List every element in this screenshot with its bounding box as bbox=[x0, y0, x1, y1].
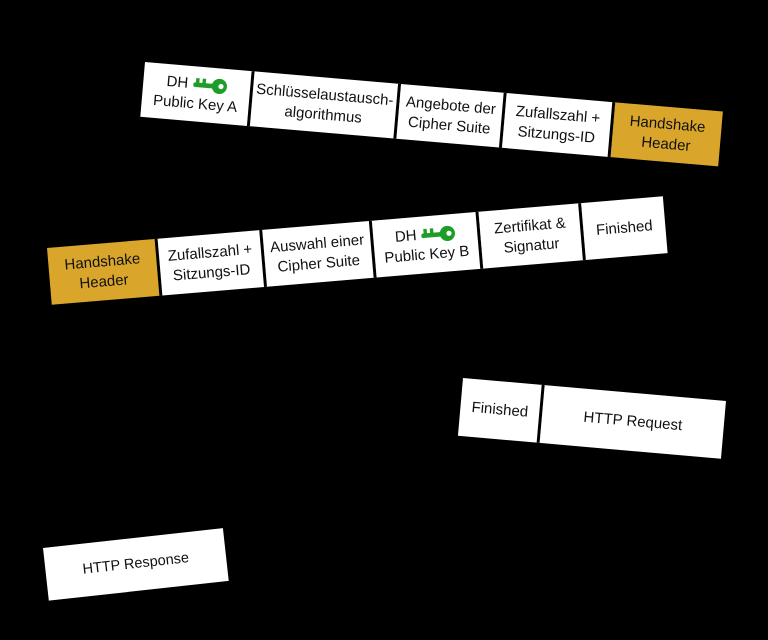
packet-cell-http-request: HTTP Request bbox=[539, 385, 726, 459]
key-icon bbox=[421, 226, 456, 242]
packet-cell-random-session-id: Zufallszahl + Sitzungs-ID bbox=[157, 229, 268, 296]
packet-cell-dh-public-key-b: DH Public Key B bbox=[371, 211, 484, 278]
packet-cell-handshake-header: Handshake Header bbox=[47, 238, 163, 305]
packet-cell-key-exchange-algorithm: Schlüsselaustausch- algorithmus bbox=[249, 71, 402, 139]
packet-cell-handshake-header: Handshake Header bbox=[610, 102, 723, 167]
packet-cell-http-response: HTTP Response bbox=[43, 528, 229, 601]
packet-cell-cipher-suite-offers: Angebote der Cipher Suite bbox=[396, 83, 507, 148]
packet-row-server-hello: Handshake Header Zufallszahl + Sitzungs-… bbox=[47, 196, 668, 305]
packet-row-client-hello: DH Public Key A Schlüsselaustausch- algo… bbox=[140, 62, 723, 167]
packet-cell-finished: Finished bbox=[457, 378, 545, 443]
packet-row-finished-http-request: Finished HTTP Request bbox=[457, 378, 726, 459]
dh-label: DH bbox=[394, 227, 418, 247]
packet-cell-certificate-signature: Zertifikat & Signatur bbox=[478, 203, 586, 269]
packet-cell-finished: Finished bbox=[581, 196, 668, 260]
dh-label: DH bbox=[165, 73, 189, 93]
packet-cell-dh-public-key-a: DH Public Key A bbox=[140, 62, 255, 127]
packet-row-http-response: HTTP Response bbox=[43, 528, 229, 601]
packet-cell-cipher-suite-choice: Auswahl einer Cipher Suite bbox=[262, 220, 377, 287]
key-icon bbox=[193, 78, 227, 95]
packet-cell-random-session-id: Zufallszahl + Sitzungs-ID bbox=[501, 93, 616, 158]
